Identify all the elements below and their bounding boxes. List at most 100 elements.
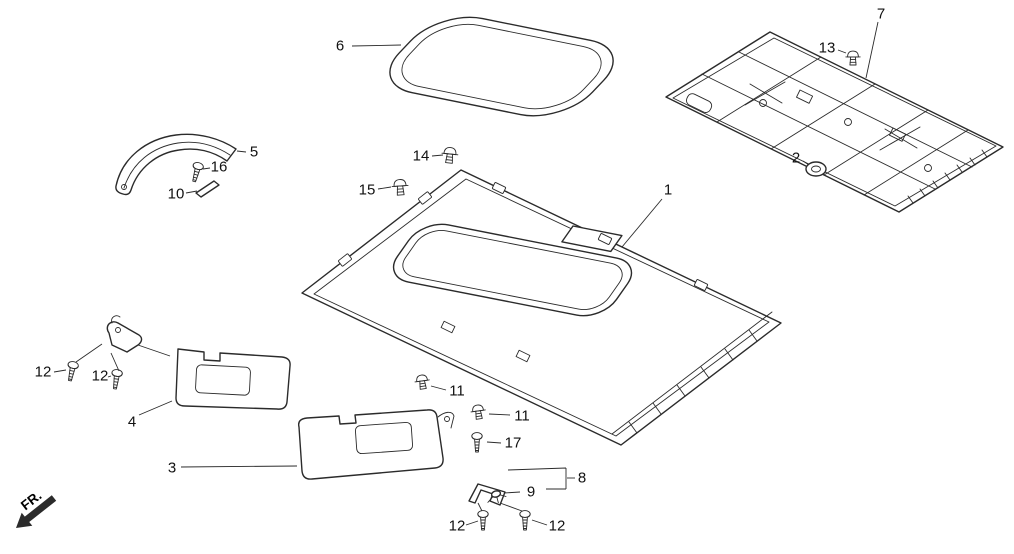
visor-4-mirror	[195, 365, 250, 396]
sun-visor-3	[299, 410, 454, 479]
callout-4: 4	[128, 414, 136, 431]
sunshade-rib-braces	[745, 82, 920, 150]
sunroof-opening-inner	[395, 227, 631, 313]
sunshade-hole-a	[760, 100, 767, 107]
leader-15	[378, 187, 391, 189]
clip-13	[845, 50, 861, 66]
leader-11	[489, 414, 510, 415]
leader-13	[838, 50, 846, 53]
sunshade-hole-c	[925, 165, 932, 172]
leader-12	[108, 376, 111, 377]
clip-seat	[516, 350, 530, 362]
visor-3-pivot-hole	[445, 417, 450, 422]
headliner-inner-border	[314, 179, 769, 436]
grab-rail-inner-line	[124, 142, 230, 188]
leader-9	[504, 492, 520, 493]
leader-12	[466, 521, 478, 525]
grab-rail-mount-hole	[122, 185, 127, 190]
clip-seat	[441, 321, 455, 333]
clip-14-glyph	[440, 146, 459, 165]
leader-10	[186, 191, 197, 193]
visor-holder-8	[469, 484, 505, 505]
sunshade-edge-hatch	[908, 150, 987, 203]
screw-12-a-glyph	[64, 360, 80, 383]
edge-tab	[492, 182, 506, 194]
clip-15-glyph	[391, 178, 410, 196]
sunshade-detail-rect-b	[889, 128, 905, 141]
leader-3	[181, 466, 297, 467]
clip-9-prongs	[487, 494, 507, 506]
headliner-console-cutout	[562, 226, 622, 251]
callout-12: 12	[35, 364, 52, 381]
pivot-bracket-outline	[107, 322, 141, 352]
visor-pivot-bracket	[107, 316, 170, 356]
visor-3-mirror	[355, 422, 413, 454]
sunshade-panel	[666, 32, 1003, 212]
seal-inner-ring	[385, 18, 617, 115]
headliner-edge-tabs	[338, 182, 708, 291]
grommet-inner	[812, 166, 821, 172]
screw-12-d-glyph	[519, 510, 531, 531]
visor-3-outline	[299, 410, 443, 479]
callout-6: 6	[336, 38, 344, 55]
leader-5	[237, 151, 246, 152]
stay-10	[196, 181, 219, 197]
sunshade-detail-rect-a	[796, 90, 812, 103]
screw-guide-lines-bottom	[478, 503, 522, 511]
grab-rail	[116, 134, 236, 194]
sunshade-handle-recess	[685, 92, 714, 114]
callout-8: 8	[578, 470, 586, 487]
screw-12-c	[477, 510, 489, 531]
callout-13: 13	[819, 40, 836, 57]
leader-12	[532, 520, 547, 525]
callout-11: 11	[514, 408, 530, 425]
callout-1: 1	[664, 182, 672, 199]
clip-13-glyph	[845, 50, 861, 66]
callout-15: 15	[359, 182, 376, 199]
clip-9	[486, 489, 507, 506]
leader-1	[622, 199, 662, 247]
leader-6	[352, 45, 401, 46]
screw-16	[188, 160, 205, 184]
screw-12-d	[519, 510, 531, 531]
sunroof-opening-outer	[383, 220, 642, 320]
grommet-2	[806, 162, 826, 176]
callout-5: 5	[250, 144, 258, 161]
headliner-panel	[302, 170, 781, 445]
callout-12: 12	[92, 368, 109, 385]
pivot-to-visor-line	[138, 345, 170, 356]
sun-visor-4	[176, 349, 290, 409]
sunshade-hole-b	[845, 119, 852, 126]
screw-12-c-glyph	[477, 510, 489, 531]
callout-10: 10	[168, 186, 185, 203]
leader-2	[803, 161, 809, 165]
clip-11-a	[413, 373, 431, 391]
bracket-lines-8	[508, 468, 566, 489]
callout-9: 9	[527, 484, 535, 501]
leader-4	[139, 401, 172, 415]
holder-8-outline	[469, 484, 505, 505]
leader-12	[54, 370, 66, 372]
headliner-flange-line	[612, 312, 772, 434]
sunshade-rib-longitudinal	[702, 52, 972, 189]
seal-outer-ring	[370, 10, 634, 123]
leader-16	[203, 168, 210, 169]
screw-17-glyph	[471, 432, 483, 453]
callout-16: 16	[211, 159, 228, 176]
grommet-outer	[806, 162, 826, 176]
leader-14	[432, 155, 443, 156]
edge-tab	[598, 233, 612, 245]
screw-12-b	[109, 368, 124, 391]
callout-11: 11	[449, 383, 465, 400]
leader-7	[866, 22, 878, 78]
screw-16-glyph	[188, 160, 205, 184]
grab-rail-outline	[116, 134, 236, 194]
visor-3-pivot-arm	[438, 412, 454, 428]
edge-tab	[338, 254, 352, 267]
clip-14	[440, 146, 459, 165]
screw-guide-lines-left	[76, 344, 119, 371]
callout-12: 12	[549, 518, 566, 535]
headliner-flange-hatch	[629, 330, 757, 433]
